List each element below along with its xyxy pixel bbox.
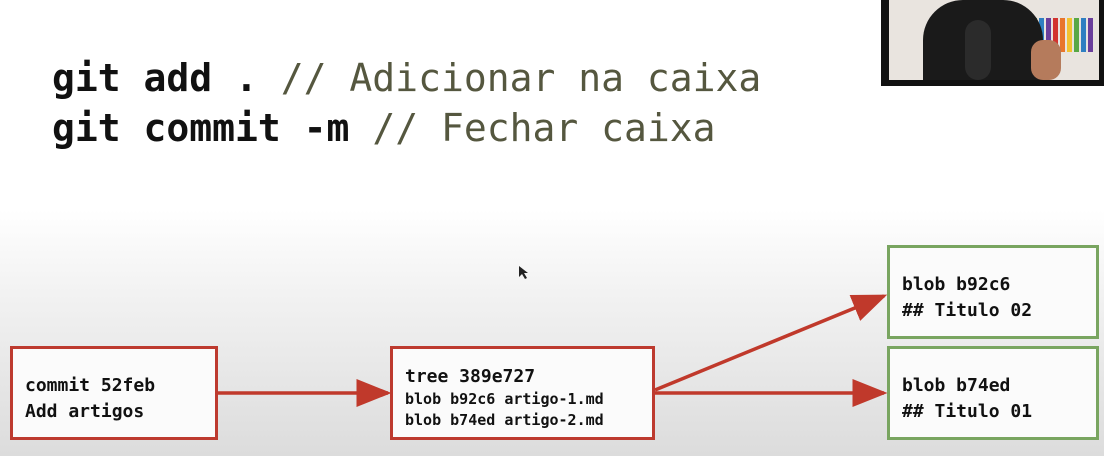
blob-hash: blob b74ed <box>902 375 1011 396</box>
rainbow-stripe <box>1060 18 1065 52</box>
arrow-tree-to-blob-b92c6 <box>654 294 888 392</box>
blob-box-b74ed: blob b74ed ## Titulo 01 <box>887 346 1099 440</box>
blob-content: ## Titulo 02 <box>902 300 1033 321</box>
tree-box: tree 389e727 blob b92c6 artigo-1.md blob… <box>390 346 655 440</box>
command-code: git add . <box>52 56 258 100</box>
mouse-pointer-icon <box>519 266 528 279</box>
presenter-hand <box>1031 40 1061 80</box>
commit-message: Add artigos <box>25 401 145 422</box>
tree-entry: blob b74ed artigo-2.md <box>405 411 604 429</box>
rainbow-stripe <box>1088 18 1093 52</box>
blob-content: ## Titulo 01 <box>902 401 1033 422</box>
blob-hash: blob b92c6 <box>902 274 1011 295</box>
rainbow-stripe <box>1053 18 1058 52</box>
command-line-add: git add . // Adicionar na caixa <box>52 56 761 100</box>
command-comment: // Adicionar na caixa <box>280 56 762 100</box>
blob-box-b92c6: blob b92c6 ## Titulo 02 <box>887 245 1099 339</box>
tree-entry: blob b92c6 artigo-1.md <box>405 390 604 408</box>
command-code: git commit -m <box>52 106 350 150</box>
command-line-commit: git commit -m // Fechar caixa <box>52 106 715 150</box>
rainbow-stripe <box>1046 18 1051 52</box>
rainbow-stripe <box>1074 18 1079 52</box>
commit-hash: commit 52feb <box>25 375 156 396</box>
rainbow-stripe <box>1067 18 1072 52</box>
webcam-overlay <box>881 0 1104 86</box>
tree-hash: tree 389e727 <box>405 366 536 387</box>
commit-box: commit 52feb Add artigos <box>10 346 218 440</box>
microphone-icon <box>965 20 991 80</box>
command-comment: // Fechar caixa <box>372 106 716 150</box>
rainbow-stripe <box>1081 18 1086 52</box>
